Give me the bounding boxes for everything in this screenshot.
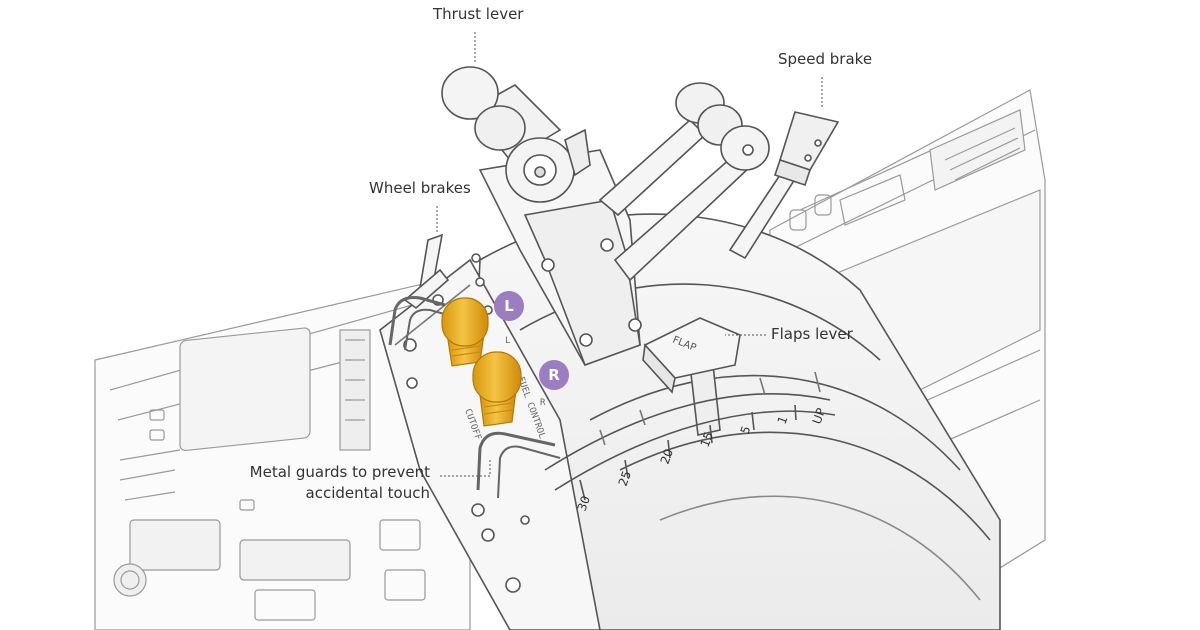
flap-scale-20: 20 (658, 447, 676, 466)
fuel-control-plate (379, 253, 601, 630)
flap-scale-5: 5 (738, 424, 754, 436)
flap-scale-15: 15 (698, 430, 716, 449)
plate-right-mark: R (540, 398, 546, 408)
right-badge-text: R (548, 366, 560, 384)
fuel-switch-left[interactable] (441, 297, 489, 367)
fuel-switch-right[interactable] (472, 351, 522, 427)
leader-metal-guards (440, 460, 491, 477)
flaps-lever-label: Flaps lever (771, 325, 853, 343)
metal-guard-left (388, 296, 449, 351)
wheel-brakes-label: Wheel brakes (369, 179, 471, 197)
flap-scale-up: UP (810, 406, 829, 426)
plate-left-mark: L (505, 336, 510, 346)
right-engine-badge: R (539, 360, 569, 390)
thrust-lever[interactable] (441, 66, 642, 367)
thrust-lever-label: Thrust lever (433, 5, 524, 23)
metal-guard-right (476, 431, 561, 499)
left-engine-badge: L (494, 291, 524, 321)
flap-scale (544, 371, 836, 501)
speed-brake-lever[interactable] (728, 111, 840, 260)
metal-guards-label-line1: Metal guards to prevent (249, 463, 430, 481)
flap-scale-1: 1 (775, 414, 791, 426)
second-thrust-lever[interactable] (598, 82, 770, 282)
left-badge-text: L (504, 297, 514, 315)
flap-scale-30: 30 (575, 494, 593, 513)
leader-lines (436, 32, 823, 477)
flap-scale-25: 25 (616, 469, 634, 488)
metal-guards-label-line2: accidental touch (305, 484, 430, 502)
flaps-lever[interactable] (642, 317, 741, 436)
left-console-panel (94, 279, 471, 630)
speed-brake-label: Speed brake (778, 50, 873, 68)
